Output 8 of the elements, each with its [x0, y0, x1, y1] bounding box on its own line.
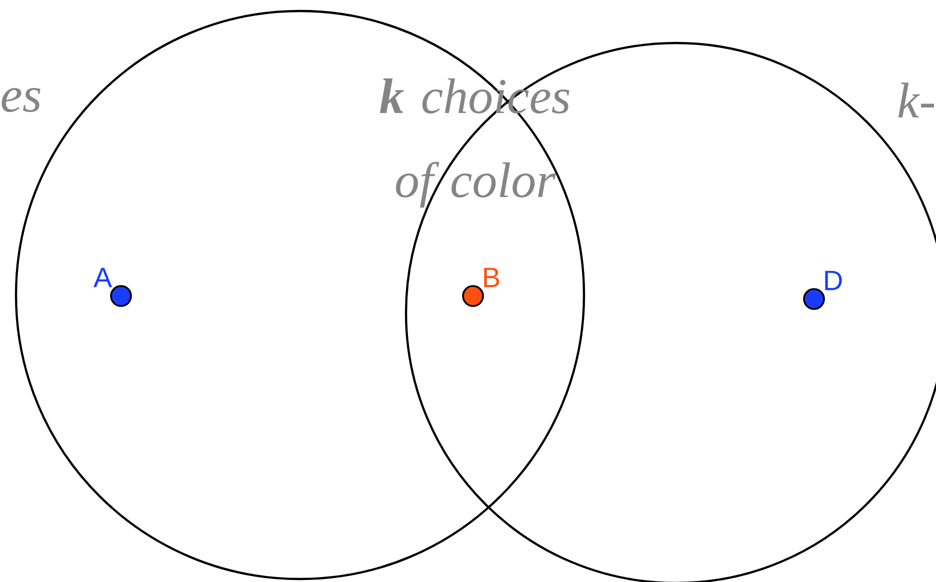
node-label: A	[93, 268, 112, 288]
italic-label: es	[2, 88, 40, 112]
labeled-point: D	[803, 270, 842, 310]
italic-label: k-	[898, 82, 934, 118]
labeled-point: B	[462, 268, 500, 307]
node-label: B	[484, 268, 500, 288]
node-label: D	[825, 270, 842, 290]
labeled-point: A	[93, 268, 132, 307]
